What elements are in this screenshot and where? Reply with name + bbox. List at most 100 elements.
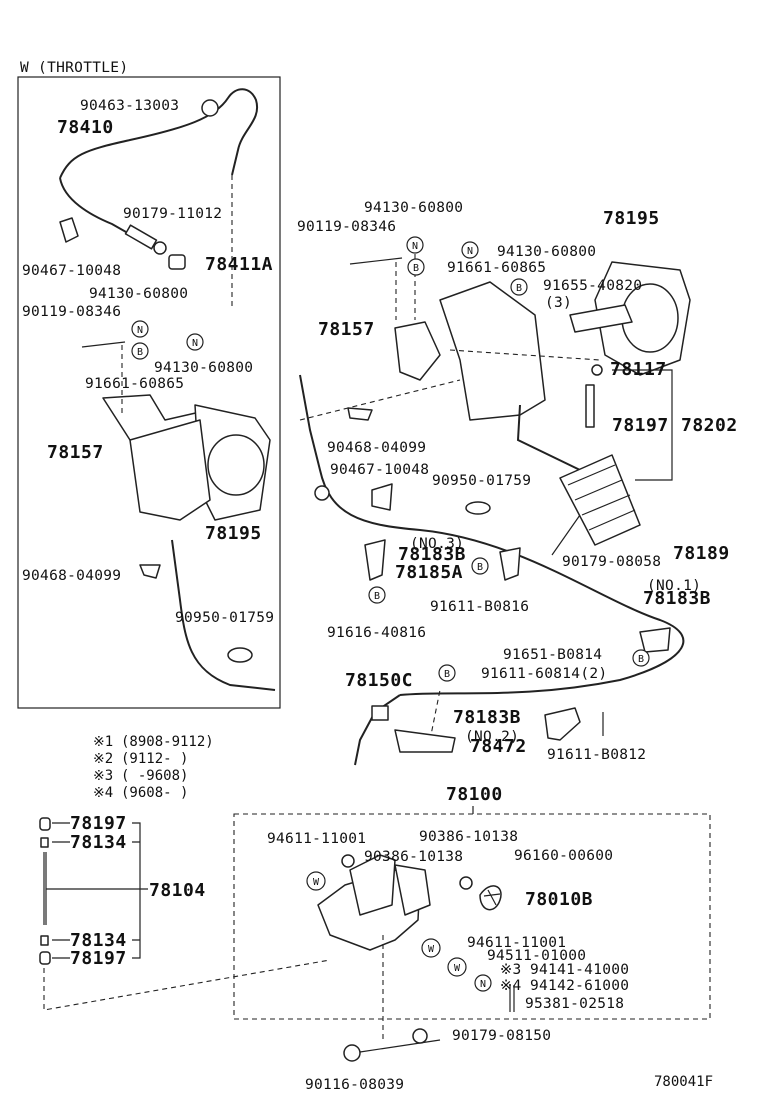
part-label: 78183B <box>453 707 521 728</box>
part-label: 94611-11001 <box>467 935 566 951</box>
part-label: 90467-10048 <box>22 263 121 279</box>
clip-90468 <box>347 407 373 421</box>
part-label: 90386-10138 <box>364 849 463 865</box>
part-label: 94141-41000 <box>530 962 629 978</box>
svg-text:W: W <box>428 944 435 955</box>
washer-symbol: W <box>421 938 441 958</box>
part-label: 78195 <box>205 523 262 544</box>
part-label: 90119-08346 <box>22 304 121 320</box>
bolt-symbol: B <box>471 557 489 575</box>
svg-text:W: W <box>313 877 320 888</box>
svg-text:B: B <box>516 283 522 294</box>
part-label: 78183B <box>398 544 466 565</box>
pedal-pad-grooves <box>567 464 636 531</box>
part-label: 78197 <box>612 415 669 436</box>
part-label: 90179-08150 <box>452 1028 551 1044</box>
part-label: 94142-61000 <box>530 978 629 994</box>
stopper-78197 <box>585 384 595 428</box>
bracket-arm <box>569 304 633 333</box>
part-label: 78202 <box>681 415 738 436</box>
assembly-frame <box>233 813 711 1020</box>
part-label: 90179-11012 <box>123 206 222 222</box>
part-label: (NO.3) <box>410 536 464 552</box>
pedal-housing <box>129 419 211 521</box>
part-label: 95381-02518 <box>525 996 624 1012</box>
part-label: 94130-60800 <box>89 286 188 302</box>
part-label: 91611-B0812 <box>547 747 646 763</box>
part-label: 90463-13003 <box>80 98 179 114</box>
part-label: (3) <box>545 295 572 311</box>
legend-range: ( -9608) <box>121 768 188 784</box>
part-label: 78183B <box>643 588 711 609</box>
pedal-pad-78202 <box>559 454 641 546</box>
part-label: 91651-B0814 <box>503 647 602 663</box>
svg-text:N: N <box>412 241 418 252</box>
leader-bracket <box>612 369 673 481</box>
part-label: 94130-60800 <box>497 244 596 260</box>
bolt-symbol: B <box>438 664 456 682</box>
nut-90386 <box>341 854 355 868</box>
clip-90467 <box>59 217 79 243</box>
pedal-lever <box>516 404 581 471</box>
bolt-symbol: B <box>407 258 425 276</box>
part-label: 90179-08058 <box>562 554 661 570</box>
bracket-hole <box>207 434 265 496</box>
legend-mark: ※4 <box>93 785 113 801</box>
figure-id: 780041F <box>654 1074 713 1090</box>
svg-text:N: N <box>192 338 198 349</box>
nut-symbol: N <box>131 320 149 338</box>
stopper-90950 <box>227 647 253 663</box>
main-cable <box>299 374 685 696</box>
part-label: 78150C <box>345 670 413 691</box>
part-label: 94511-01000 <box>487 948 586 964</box>
part-label: 90468-04099 <box>22 568 121 584</box>
nut-symbol: N <box>461 241 479 259</box>
cable-adjuster <box>124 224 158 250</box>
clip-90468 <box>139 564 161 579</box>
leader <box>299 379 461 421</box>
part-label: ※4 <box>500 978 521 994</box>
svg-text:B: B <box>444 669 450 680</box>
clamp-78183b-no2 <box>544 707 581 741</box>
part-label: 91616-40816 <box>327 625 426 641</box>
part-label: (NO.1) <box>647 578 701 594</box>
rod-leaders <box>52 822 70 959</box>
bolt-symbol: B <box>131 342 149 360</box>
part-label: 78411A <box>205 254 273 275</box>
rod-bushing-78134 <box>40 837 49 848</box>
bolt-90119 <box>81 341 126 348</box>
part-label: 91655-40820 <box>543 278 642 294</box>
throttle-box-frame <box>17 76 281 709</box>
svg-text:N: N <box>480 979 486 990</box>
pedal-arm-78157 <box>394 321 441 381</box>
spring-78010b <box>479 885 502 911</box>
cable-end <box>354 694 401 766</box>
svg-text:B: B <box>413 263 419 274</box>
part-label: 90119-08346 <box>297 219 396 235</box>
legend-range: (9608- ) <box>121 785 188 801</box>
linkage-lever <box>394 864 431 916</box>
section-title: W (THROTTLE) <box>20 60 128 76</box>
part-label: 78197 <box>70 813 127 834</box>
part-label: 91611-60814(2) <box>481 666 607 682</box>
part-label: 90386-10138 <box>419 829 518 845</box>
bolt-symbol: B <box>632 649 650 667</box>
pedal-housing <box>439 281 546 421</box>
rod-cap-78197 <box>39 817 51 831</box>
bracket-78472 <box>394 729 456 753</box>
cable-clip-90463 <box>201 99 219 117</box>
bolt-90179 <box>412 1028 428 1044</box>
part-label: 78185A <box>395 562 463 583</box>
part-label: 90950-01759 <box>432 473 531 489</box>
svg-text:B: B <box>374 591 380 602</box>
parking-assembly: 78100 W W W N 94611-11001 90386-10138 90… <box>233 784 711 1093</box>
part-label: ※3 <box>500 962 521 978</box>
rod-cap-78197 <box>39 951 51 965</box>
part-label: 96160-00600 <box>514 848 613 864</box>
spring-coils <box>483 889 501 906</box>
part-label: 78197 <box>70 948 127 969</box>
throttle-cable <box>59 88 259 179</box>
part-label: 78195 <box>603 208 660 229</box>
linkage-plate <box>349 854 396 916</box>
